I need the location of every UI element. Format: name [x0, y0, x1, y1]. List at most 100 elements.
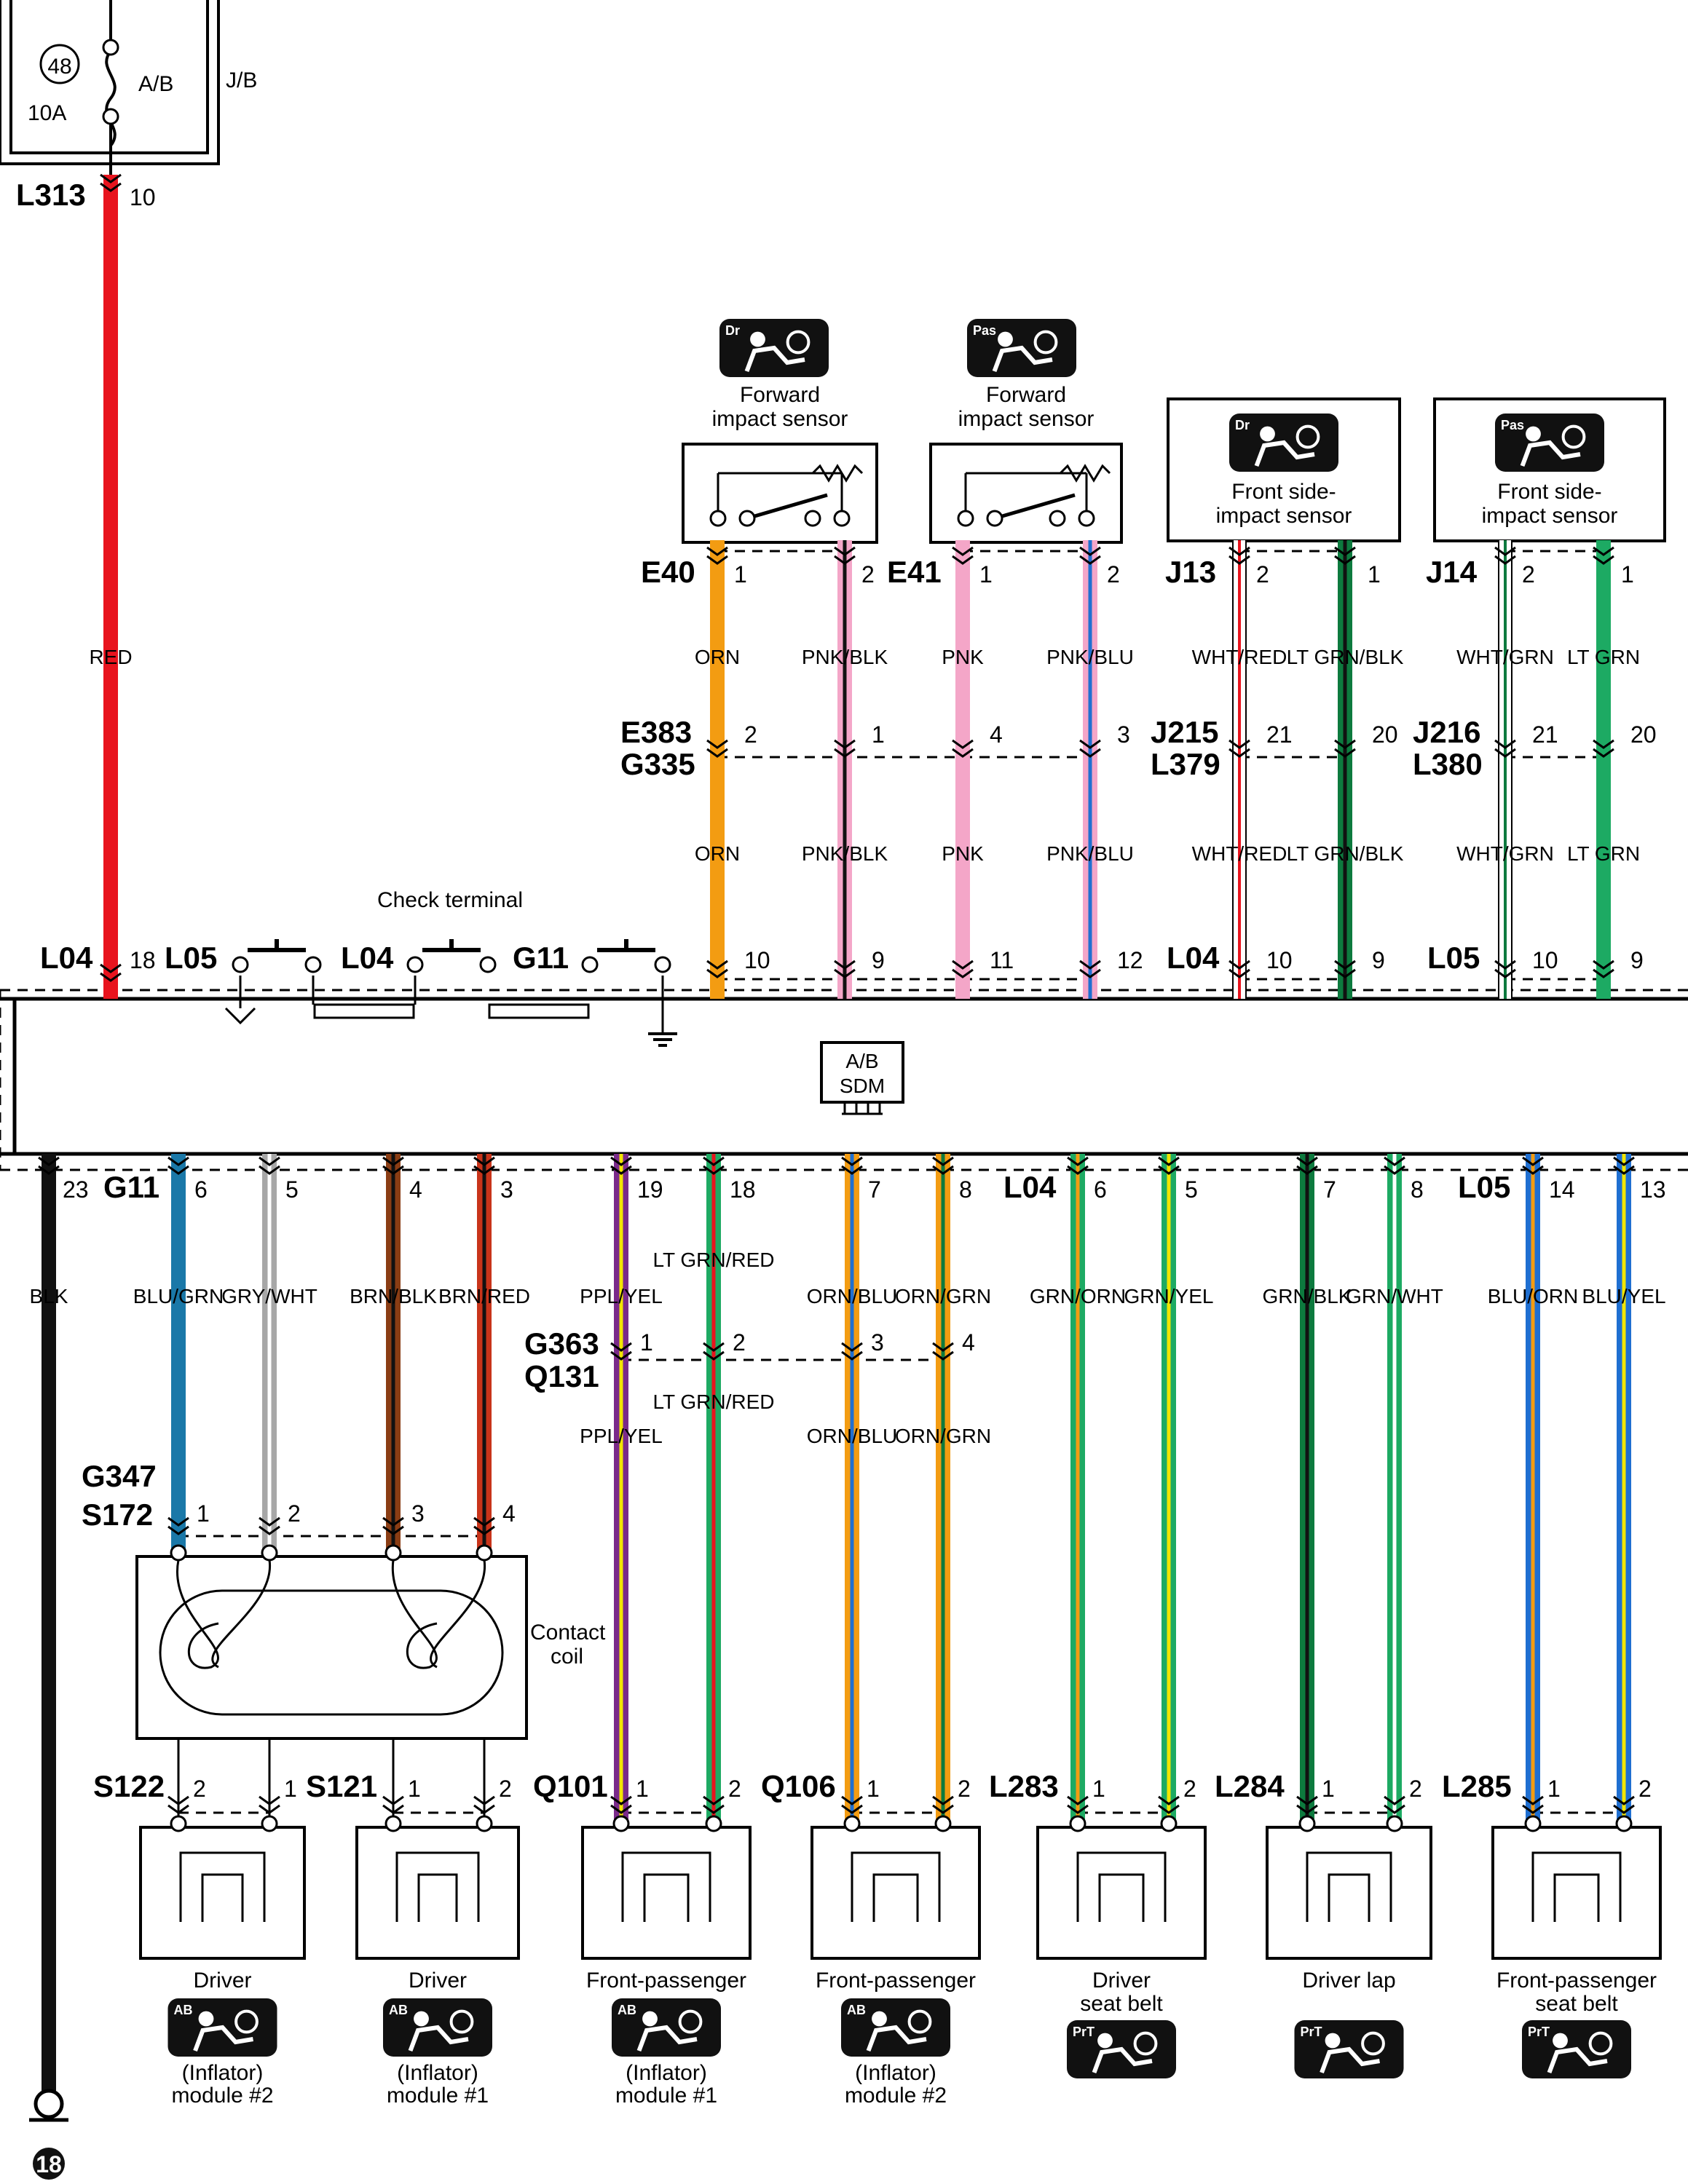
- module-badge-0-label: AB: [174, 2003, 193, 2017]
- forward-sensor-title2-0: impact sensor: [712, 407, 848, 431]
- sdm-bottom-pin-11: 8: [1411, 1176, 1424, 1203]
- module-terminal-b-1: [476, 1815, 493, 1832]
- l313-pin: 10: [130, 184, 156, 210]
- fuse-terminal-top: [102, 39, 119, 56]
- module-name1-4: Driver: [1092, 1969, 1151, 1993]
- side-sensor-badge-1-label: Pas: [1501, 418, 1524, 432]
- module-conn-mark-b-4: [1158, 1795, 1180, 1814]
- mid-conn-mark-1: [834, 739, 856, 758]
- module-badge-2-figure-head: [642, 2011, 658, 2027]
- module-conn-mark-a-1: [382, 1795, 404, 1814]
- top-wire-color-lower-5: LT GRN/BLK: [1287, 842, 1404, 865]
- module-pin-b-6: 2: [1638, 1776, 1652, 1802]
- sdm-bottom-mark-7: [932, 1156, 954, 1175]
- module-conn-mark-b-1: [473, 1795, 495, 1814]
- module-name2-4: seat belt: [1080, 1992, 1163, 2016]
- module-name3-0: module #2: [171, 2084, 273, 2108]
- g363-label: G363: [524, 1326, 599, 1361]
- forward-sensor-badge-1-figure-head: [998, 331, 1013, 347]
- mid-pin-1: 1: [872, 721, 885, 748]
- coil-terminal-0: [170, 1544, 187, 1562]
- g347-mark-1: [259, 1516, 280, 1535]
- sdm-bottom-pin-10: 7: [1323, 1176, 1336, 1203]
- bottom-wire-color-6: ORN/BLU: [807, 1285, 897, 1307]
- module-badge-4-label: PrT: [1073, 2025, 1095, 2039]
- sdm-top-conn-mark-1: [834, 960, 856, 978]
- forward-sensor-title1-0: Forward: [740, 383, 820, 407]
- fs-term-d-1: [1078, 510, 1095, 527]
- check-terminal-conn-l05: L05: [165, 941, 217, 975]
- module-name1-1: Driver: [409, 1969, 467, 1993]
- check-terminal-contact-1: [406, 956, 424, 973]
- module-conn-mark-b-2: [703, 1795, 725, 1814]
- sdm-top-pin-7: 9: [1630, 947, 1644, 973]
- contact-coil-label2: coil: [551, 1645, 583, 1669]
- module-terminal-a-4: [1069, 1815, 1086, 1832]
- fuse-number-circle: [39, 44, 80, 84]
- module-box-5: [1266, 1826, 1432, 1960]
- module-pin-b-3: 2: [958, 1776, 971, 1802]
- side-sensor-title1-0: Front side-: [1231, 480, 1336, 504]
- side-sensor-badge-1-figure-bag: [1561, 424, 1586, 449]
- module-element-icon-2: [621, 1851, 711, 1922]
- side-sensor-badge-0-figure-head: [1260, 426, 1275, 442]
- fs-switch-0: [746, 493, 828, 521]
- forward-sensor-box-0: [682, 443, 878, 544]
- mid-conn-mark-7: [1593, 739, 1614, 758]
- sdm-top-conn-l04: L04: [1167, 941, 1220, 975]
- module-badge-2-figure-bag: [678, 2009, 703, 2034]
- bottom-wire-color-5: LT GRN/RED: [653, 1249, 775, 1271]
- fs-term-a-0: [709, 510, 727, 527]
- sdm-top-pin-1: 9: [872, 947, 885, 973]
- sdm-line1: A/B: [845, 1050, 878, 1072]
- forward-sensor-badge-0-figure-bag: [786, 330, 811, 355]
- top-wire-color-0: ORN: [695, 646, 740, 668]
- ct-shunt-1: [313, 1003, 415, 1019]
- module-badge-6-figure-head: [1553, 2033, 1568, 2049]
- module-badge-6-figure-body: [1547, 2046, 1608, 2074]
- module-element-icon-0: [179, 1851, 266, 1922]
- forward-sensor-box-1: [929, 443, 1123, 544]
- diagram-foreground: [33, 39, 1635, 2180]
- mid-pin-5: 20: [1372, 721, 1398, 748]
- module-badge-4-figure-head: [1097, 2033, 1113, 2049]
- g363-below-1: ORN/BLU: [807, 1425, 897, 1447]
- ground-conn-mark: [38, 1156, 60, 1175]
- module-name2-1: (Inflator): [397, 2061, 478, 2085]
- contact-coil-label1: Contact: [530, 1621, 606, 1645]
- bottom-wire-color-9: GRN/YEL: [1124, 1285, 1214, 1307]
- sdm-bottom-mark-5: [703, 1156, 725, 1175]
- sensor-conn-mark-4: [1228, 546, 1250, 565]
- top-wire-color-lower-7: LT GRN: [1567, 842, 1640, 865]
- module-pin-a-3: 1: [867, 1776, 880, 1802]
- mid-conn-e383: E383: [620, 715, 692, 749]
- ground-pin: 23: [63, 1176, 89, 1203]
- g363-pin-0: 1: [640, 1329, 653, 1356]
- module-pin-a-1: 1: [408, 1776, 421, 1802]
- sdm-bottom-pin-4: 19: [637, 1176, 663, 1203]
- forward-sensor-badge-0-figure-body: [744, 345, 805, 373]
- module-terminal-a-3: [843, 1815, 861, 1832]
- check-terminal-contact-0: [232, 956, 249, 973]
- sdm-top-pin-6: 10: [1532, 947, 1558, 973]
- sdm-bottom-mark-2: [382, 1156, 404, 1175]
- mid-conn-j216: J216: [1413, 715, 1480, 749]
- module-terminal-a-5: [1298, 1815, 1316, 1832]
- g363-mark-1: [703, 1342, 725, 1361]
- sdm-bottom-pin-0: 6: [194, 1176, 208, 1203]
- module-conn-label-3: Q106: [761, 1769, 836, 1803]
- fuse-number: 48: [47, 55, 71, 79]
- module-terminal-a-1: [384, 1815, 402, 1832]
- j14-pin-a: 2: [1522, 561, 1535, 587]
- module-conn-label-5: L284: [1215, 1769, 1285, 1803]
- forward-sensor-badge-1-label: Pas: [973, 323, 996, 338]
- junction-box-label: J/B: [226, 68, 257, 92]
- module-terminal-a-0: [170, 1815, 187, 1832]
- mid-pin-3: 3: [1117, 721, 1130, 748]
- check-terminal-contact-0b: [304, 956, 322, 973]
- module-name2-2: (Inflator): [626, 2061, 707, 2085]
- mid-pin-7: 20: [1630, 721, 1657, 748]
- side-sensor-badge-0-figure-bag: [1295, 424, 1320, 449]
- module-element-icon-6: [1531, 1851, 1622, 1922]
- sdm-bottom-mark-9: [1158, 1156, 1180, 1175]
